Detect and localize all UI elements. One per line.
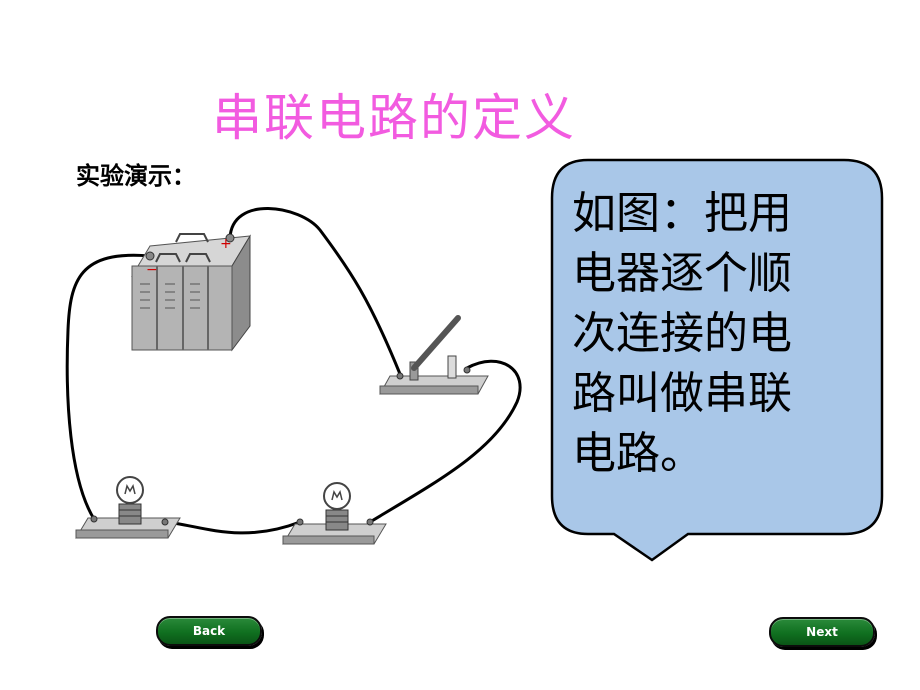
knife-switch xyxy=(379,315,489,395)
next-button[interactable]: Next xyxy=(769,617,875,647)
wire-switch-to-bulb2 xyxy=(368,359,522,524)
back-button[interactable]: Back xyxy=(156,616,262,646)
negative-terminal-label: − xyxy=(146,262,158,278)
wire-bulb1-to-battery xyxy=(65,253,152,521)
wires xyxy=(65,207,522,535)
bulb-1 xyxy=(75,476,181,539)
page-title: 串联电路的定义 xyxy=(212,89,576,147)
positive-terminal-label: + xyxy=(220,236,232,252)
bulb-2 xyxy=(282,482,387,545)
battery: − + xyxy=(131,233,251,352)
speech-bubble xyxy=(550,158,884,562)
demo-label: 实验演示： xyxy=(76,162,196,190)
wire-bulb2-to-bulb1 xyxy=(163,520,302,535)
definition-text: 如图：把用电器逐个顺次连接的电路叫做串联电路。 xyxy=(572,188,792,479)
wire-battery-to-switch xyxy=(228,207,402,376)
